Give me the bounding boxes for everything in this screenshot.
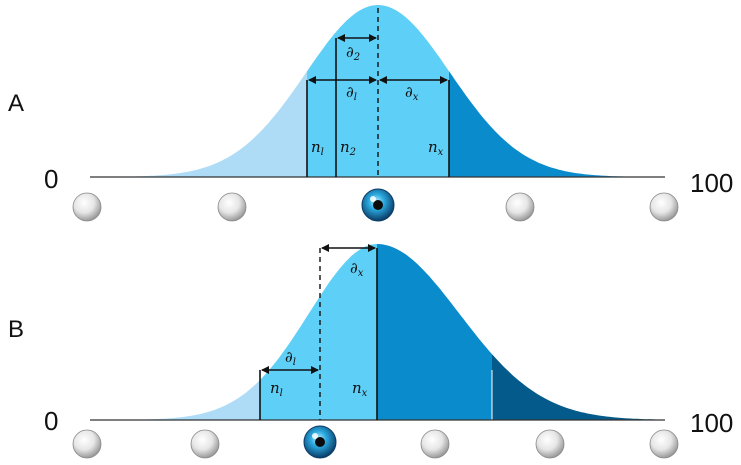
- region-light-a: [90, 5, 307, 177]
- region-dark-a: [449, 5, 665, 177]
- symbol-nx-b: nx: [352, 379, 368, 399]
- eye-sphere-icon: [361, 188, 395, 222]
- grey-sphere-icon: [649, 192, 679, 222]
- region-dark-b: [377, 244, 492, 420]
- grey-sphere-icon: [72, 429, 102, 459]
- grey-sphere-icon: [535, 429, 565, 459]
- symbol-d2-a: ∂2: [346, 43, 360, 63]
- panel-label-a: A: [8, 90, 24, 117]
- axis-max-a: 100: [690, 168, 733, 198]
- curve-a-fill: [90, 5, 665, 177]
- panel-b: B ∂x ∂l nl nx 0 100: [8, 244, 733, 459]
- grey-sphere-icon: [505, 192, 535, 222]
- symbol-nl-a: nl: [311, 138, 324, 158]
- axis-max-b: 100: [690, 408, 733, 438]
- grey-sphere-icon: [190, 429, 220, 459]
- axis-min-a: 0: [44, 164, 58, 194]
- region-light-b: [90, 244, 260, 420]
- symbol-dx-a: ∂x: [405, 83, 419, 103]
- panel-a: A ∂2 ∂l ∂x nl n2 nx 0 100: [8, 5, 733, 222]
- grey-sphere-icon: [649, 429, 679, 459]
- region-darkest-b: [492, 244, 665, 420]
- curve-b-fill: [90, 244, 665, 420]
- symbol-nl-b: nl: [270, 379, 283, 399]
- axis-min-b: 0: [44, 406, 58, 436]
- symbol-n2-a: n2: [340, 138, 356, 158]
- symbol-nx-a: nx: [428, 138, 444, 158]
- symbol-dl-a: ∂l: [346, 83, 357, 103]
- grey-sphere-icon: [72, 192, 102, 222]
- eye-sphere-icon: [303, 425, 337, 459]
- panel-label-b: B: [8, 316, 24, 343]
- grey-sphere-icon: [217, 192, 247, 222]
- symbol-dl-b: ∂l: [285, 348, 296, 368]
- symbol-dx-b: ∂x: [350, 259, 364, 279]
- grey-sphere-icon: [420, 429, 450, 459]
